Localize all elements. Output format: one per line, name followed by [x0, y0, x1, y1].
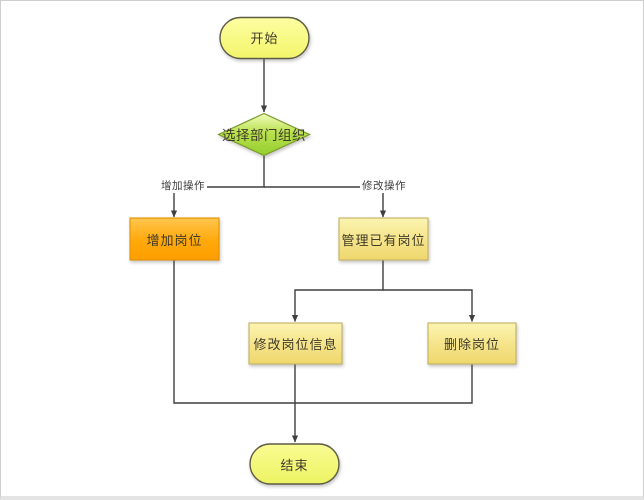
edge-add-post-to-merge [173, 260, 295, 404]
end-node-shape [249, 443, 340, 485]
modify-post-info-node-shape [248, 322, 343, 365]
decision-node-shape [217, 112, 311, 157]
start-node-shape [219, 16, 310, 60]
manage-posts-node-shape [338, 217, 429, 261]
edge-delete-post-to-merge [295, 364, 473, 404]
edge-manage-to-modify-info [291, 260, 384, 322]
add-post-node-shape [129, 217, 220, 261]
edge-label-modify-operation: 修改操作 [360, 180, 408, 193]
node-shapes [129, 16, 517, 485]
delete-post-node-shape [427, 322, 517, 365]
edge-decision-to-add-post [170, 156, 265, 218]
edge-manage-to-delete-post [383, 289, 476, 322]
edge-label-add-operation: 增加操作 [159, 180, 207, 193]
